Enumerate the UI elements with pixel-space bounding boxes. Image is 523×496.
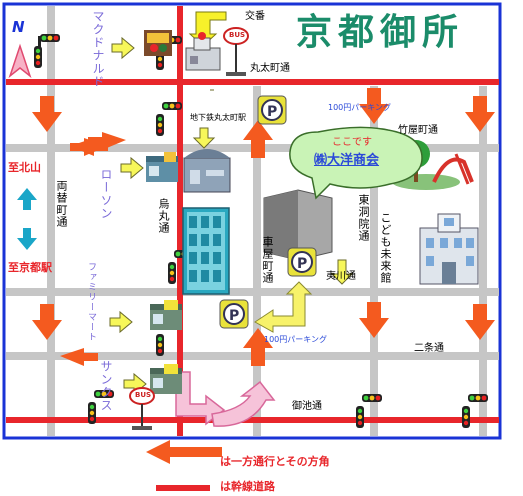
parking-sign-icon: P [257, 95, 287, 125]
kodomo-museum-icon [419, 213, 479, 285]
direction-arrows [17, 188, 37, 250]
bus-stop-label: BUS [229, 31, 246, 39]
oneway-arrow [359, 88, 389, 124]
store-icons [144, 30, 182, 394]
arterial-roads [6, 6, 499, 436]
legend-oneway-label: は一方通行とその方角 [220, 455, 330, 468]
oneway-arrow [32, 96, 62, 132]
street-label-kurumayamachi: 車屋町通 [261, 236, 274, 284]
destination-bubble [289, 126, 423, 200]
familymart-icon [150, 300, 182, 330]
bus-stop-icon [223, 27, 249, 76]
street-label-ryogaemachi: 両替町通 [55, 180, 68, 228]
parking-label-bottom: 100円パーキング [264, 335, 328, 344]
police-box-icon [185, 32, 221, 71]
oneway-arrows [32, 88, 495, 464]
mcdonalds-icon [144, 30, 172, 56]
familymart-label: ファミリーマート [86, 262, 96, 342]
north-direction-label: 至北山 [8, 161, 41, 174]
oneway-arrow [146, 440, 222, 464]
bus-stop-icon [129, 387, 155, 430]
traffic-light-icon [156, 102, 182, 136]
museum-label: こども未来館 [379, 212, 392, 284]
legend-arterial-label: は幹線道路 [220, 480, 275, 493]
traffic-light-icon [462, 394, 488, 428]
subway-station-icon [183, 149, 231, 193]
route-arrow [175, 371, 226, 426]
traffic-light-icon [88, 390, 114, 424]
sunkus-icon [150, 364, 182, 394]
street-oike [6, 417, 499, 423]
street-label-karasuma: 烏丸通 [157, 198, 170, 234]
oneway-arrow [359, 302, 389, 338]
route-arrow [211, 380, 276, 427]
bubble-text-here: ここです [332, 137, 372, 148]
route-arrow-yellow [254, 281, 313, 333]
north-arrow-icon [8, 43, 32, 79]
oneway-arrow [88, 132, 126, 150]
south-direction-arrow [17, 228, 37, 250]
sunkus-label: サンクス [99, 360, 113, 412]
oneway-arrow [465, 96, 495, 132]
police-box-label: 交番 [245, 11, 265, 22]
street-label-oike: 御池通 [292, 401, 322, 412]
traffic-lights [34, 34, 488, 428]
street-ryogaemachi [47, 6, 55, 436]
subway-pointer-arrow [192, 127, 216, 149]
bus-stop-label: BUS [135, 391, 152, 399]
parking-label-top: 100円パーキング [328, 103, 392, 112]
oneway-arrow [243, 120, 273, 158]
svg-text:P: P [297, 256, 307, 272]
traffic-light-icon [34, 34, 60, 68]
pointer-arrows [109, 36, 354, 396]
street-label-ebisugawa: 夷川通 [326, 271, 356, 282]
parking-sign-icon: P [287, 247, 317, 277]
subway-station-label: 地下鉄丸太町駅 [190, 113, 246, 122]
street-label-nijo: 二条通 [414, 343, 444, 354]
taiyo-shokai-building-icon [263, 189, 333, 261]
street-marutamachi [6, 79, 499, 85]
street-ebisugawa [6, 288, 499, 296]
oneway-arrow [70, 138, 108, 156]
legend-arterial-line [156, 485, 210, 491]
north-direction-arrow [17, 188, 37, 210]
south-direction-label: 至京都駅 [8, 261, 52, 274]
parking-sign-icon: P [219, 299, 249, 329]
page-title: 京都御所 [296, 11, 465, 53]
street-label-marutamachi: 丸太町通 [250, 63, 290, 74]
oneway-arrow [32, 304, 62, 340]
office-building-icon [182, 207, 230, 295]
bubble-text-company: ㈱大洋商会 [314, 153, 380, 168]
oneway-arrow [243, 328, 273, 366]
compass-label: N [12, 18, 25, 36]
street-east [479, 86, 487, 436]
street-kurumayamachi [253, 86, 261, 436]
street-higashinotoin [370, 86, 378, 436]
mcdonalds-label: マクドナルド [91, 10, 105, 88]
svg-text:P: P [267, 104, 277, 120]
street-label-higashinotoin: 東洞院通 [357, 194, 370, 242]
traffic-light-icon [356, 394, 382, 428]
oneway-arrow [60, 348, 98, 366]
oneway-arrow [465, 304, 495, 340]
svg-text:P: P [229, 308, 239, 324]
street-label-takeyamachi: 竹屋町通 [398, 125, 438, 136]
lawson-icon [146, 152, 178, 182]
street-karasuma [177, 6, 183, 436]
lawson-label: ローソン [99, 168, 113, 220]
